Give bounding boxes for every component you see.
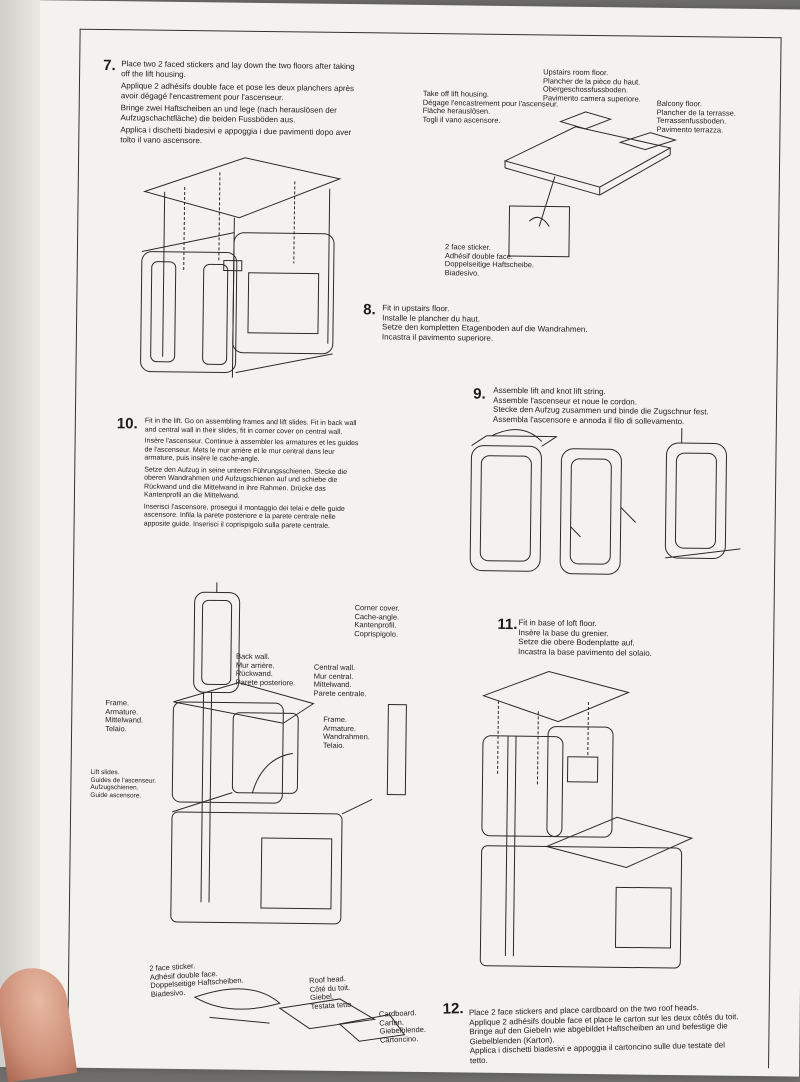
step-9-number: 9. (473, 386, 486, 403)
step-9-illustration (460, 425, 762, 579)
step-10-number: 10. (117, 415, 138, 432)
step-12-number: 12. (443, 1000, 464, 1017)
step-8-sticker-label: 2 face sticker. Adhésif double face. Dop… (445, 243, 535, 278)
step-12-text: Place 2 face stickers and place cardboar… (469, 1002, 740, 1065)
step-10-text: Fit in the lift. Go on assembling frames… (144, 418, 365, 535)
step-12-illustration (189, 977, 420, 1050)
step-11-illustration (465, 666, 709, 989)
instruction-sheet: 7. Place two 2 faced stickers and lay do… (9, 0, 800, 1077)
step-7-text: Place two 2 faced stickers and lay down … (120, 59, 361, 150)
step-7-illustration (122, 151, 355, 384)
step-11-text: Fit in base of loft floor. Insère la bas… (518, 618, 748, 659)
page-edge (0, 0, 40, 1067)
step-9-text: Assemble lift and knot lift string. Asse… (493, 386, 763, 427)
step-8-text: Fit in upstairs floor. Installe le planc… (382, 303, 642, 344)
step-8-number: 8. (363, 301, 376, 318)
step-10-illustration (141, 582, 415, 945)
frame-left-label: Frame. Armature. Mittelwand. Telaio. (105, 699, 143, 733)
step-11-number: 11. (497, 616, 517, 633)
step-7-number: 7. (103, 57, 116, 74)
